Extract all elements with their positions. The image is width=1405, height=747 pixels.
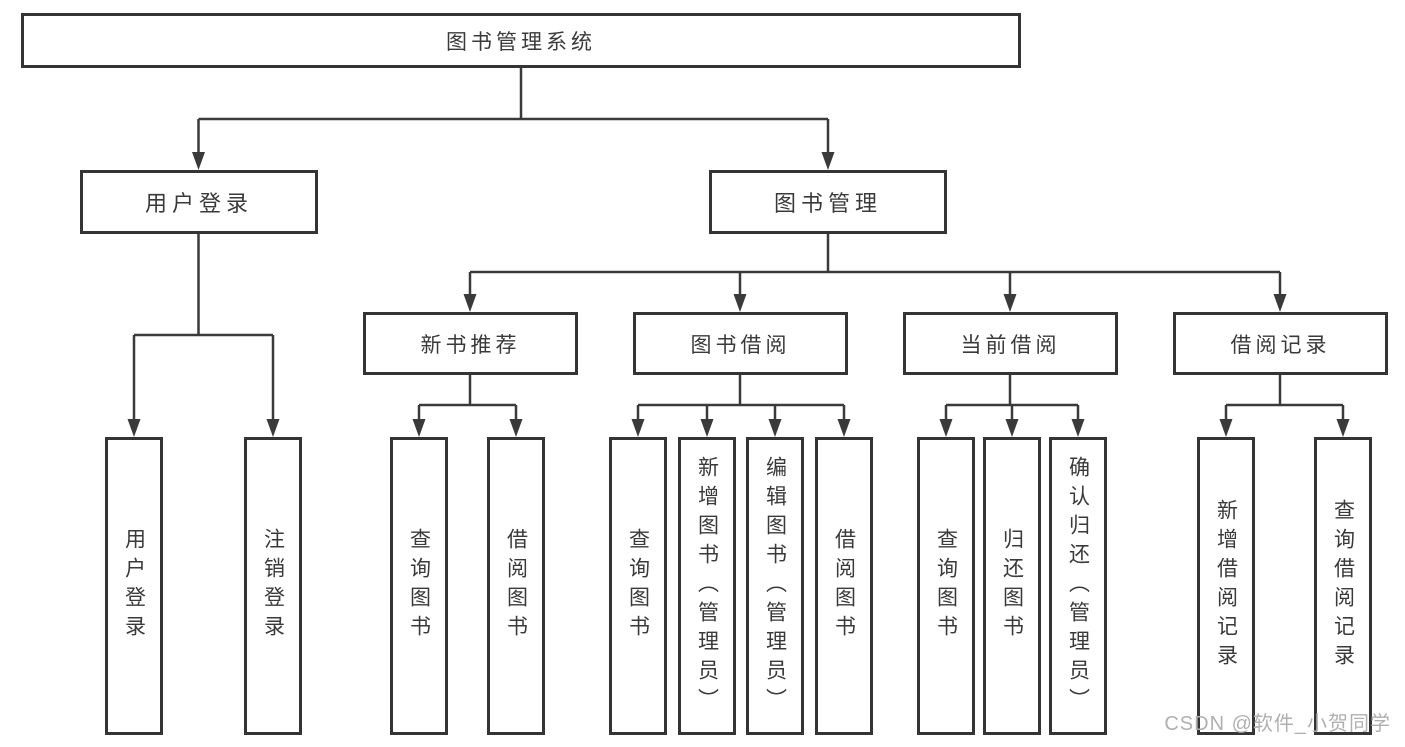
node-borrow-records: 借阅记录 xyxy=(1173,312,1388,375)
connector-book-management xyxy=(468,234,1282,295)
leaf-confirm-return-admin-label: 确认归还（管理员） xyxy=(1066,455,1090,717)
connector-root xyxy=(197,68,830,153)
node-current-borrow: 当前借阅 xyxy=(903,312,1118,375)
leaf-return-book: 归还图书 xyxy=(983,437,1041,735)
node-book-borrow-label: 图书借阅 xyxy=(690,333,791,357)
leaf-rec-borrow-book-label: 借阅图书 xyxy=(504,528,528,644)
connector-new-book-rec xyxy=(417,375,518,420)
node-root: 图书管理系统 xyxy=(21,13,1021,68)
leaf-edit-book-admin: 编辑图书（管理员） xyxy=(746,437,804,735)
leaf-current-query-book: 查询图书 xyxy=(917,437,975,735)
node-borrow-records-label: 借阅记录 xyxy=(1230,333,1331,357)
node-current-borrow-label: 当前借阅 xyxy=(960,333,1061,357)
node-user-login: 用户登录 xyxy=(80,170,318,234)
connector-borrow-records xyxy=(1224,375,1345,420)
node-book-management: 图书管理 xyxy=(709,170,947,234)
leaf-query-borrow-record: 查询借阅记录 xyxy=(1314,437,1372,735)
leaf-borrow-query-book: 查询图书 xyxy=(609,437,667,735)
leaf-user-login-label: 用户登录 xyxy=(122,528,146,644)
leaf-logout: 注销登录 xyxy=(244,437,302,735)
leaf-return-book-label: 归还图书 xyxy=(1000,528,1024,644)
leaf-add-borrow-record-label: 新增借阅记录 xyxy=(1214,499,1238,673)
leaf-add-borrow-record: 新增借阅记录 xyxy=(1197,437,1255,735)
leaf-edit-book-admin-label: 编辑图书（管理员） xyxy=(763,455,787,717)
connector-book-borrow xyxy=(636,375,846,420)
node-new-book-rec: 新书推荐 xyxy=(363,312,578,375)
leaf-current-query-book-label: 查询图书 xyxy=(934,528,958,644)
leaf-user-login: 用户登录 xyxy=(105,437,163,735)
leaf-add-book-admin: 新增图书（管理员） xyxy=(678,437,736,735)
leaf-rec-borrow-book: 借阅图书 xyxy=(487,437,545,735)
node-user-login-label: 用户登录 xyxy=(144,191,253,216)
node-book-borrow: 图书借阅 xyxy=(633,312,848,375)
leaf-query-borrow-record-label: 查询借阅记录 xyxy=(1331,499,1355,673)
csdn-watermark: CSDN @软件_小贺同学 xyxy=(1164,713,1391,735)
leaf-add-book-admin-label: 新增图书（管理员） xyxy=(695,455,719,717)
leaf-confirm-return-admin: 确认归还（管理员） xyxy=(1049,437,1107,735)
node-new-book-rec-label: 新书推荐 xyxy=(420,333,521,357)
leaf-borrow-book: 借阅图书 xyxy=(815,437,873,735)
leaf-borrow-query-book-label: 查询图书 xyxy=(626,528,650,644)
node-book-management-label: 图书管理 xyxy=(773,191,882,216)
connector-user-login xyxy=(132,234,275,420)
leaf-borrow-book-label: 借阅图书 xyxy=(832,528,856,644)
leaf-logout-label: 注销登录 xyxy=(261,528,285,644)
leaf-rec-query-book-label: 查询图书 xyxy=(407,528,431,644)
node-root-label: 图书管理系统 xyxy=(446,30,596,54)
leaf-rec-query-book: 查询图书 xyxy=(390,437,448,735)
arrowheads xyxy=(127,152,1350,437)
connector-current-borrow xyxy=(944,375,1080,420)
